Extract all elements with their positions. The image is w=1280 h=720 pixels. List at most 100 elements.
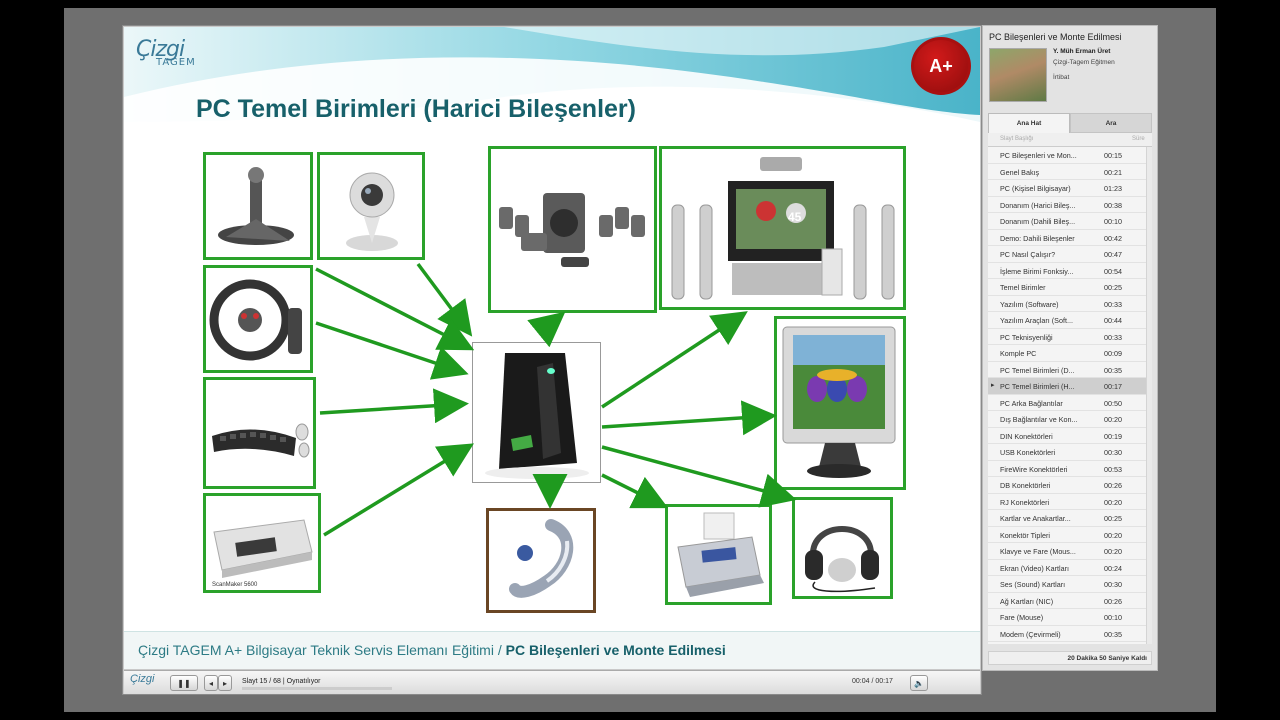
arrow-keyboard-pc: [320, 404, 462, 413]
outline-item-duration: 00:09: [1104, 349, 1122, 358]
time-display: 00:04 / 00:17: [852, 678, 893, 685]
tab-outline[interactable]: Ana Hat: [988, 113, 1070, 133]
outline-item-title: PC Nasıl Çalışır?: [1000, 250, 1102, 259]
player-logo: Çizgi: [130, 673, 154, 685]
presenter-contact-link[interactable]: İrtibat: [1053, 74, 1069, 81]
outline-item-duration: 00:47: [1104, 250, 1122, 259]
outline-item[interactable]: Klavye ve Fare (Mous...00:20: [988, 543, 1146, 560]
outline-item-duration: 00:38: [1104, 201, 1122, 210]
column-title: Slayt Başlığı: [1000, 136, 1033, 142]
outline-item-duration: 00:26: [1104, 481, 1122, 490]
outline-sidebar: PC Bileşenleri ve Monte Edilmesi Y. Müh …: [982, 25, 1158, 671]
outline-list-header: Slayt Başlığı Süre: [988, 133, 1152, 147]
outline-item-duration: 00:33: [1104, 333, 1122, 342]
sidebar-tabs: Ana Hat Ara: [988, 113, 1152, 133]
slide-status: Slayt 15 / 68 | Oynatılıyor: [242, 678, 320, 685]
slide-canvas: Çizgi TAGEM A+ PC Temel Birimleri (Haric…: [124, 27, 980, 669]
sidebar-title: PC Bileşenleri ve Monte Edilmesi: [989, 32, 1122, 42]
outline-item-title: PC Temel Birimleri (H...: [1000, 382, 1102, 391]
pause-button[interactable]: ❚❚: [170, 675, 198, 691]
arrow-pc-theater: [602, 315, 742, 407]
outline-item[interactable]: Yazılım (Software)00:33: [988, 296, 1146, 313]
arrow-scanner-pc: [324, 447, 468, 535]
footer-module: PC Bileşenleri ve Monte Edilmesi: [506, 642, 726, 658]
outline-item-duration: 00:35: [1104, 366, 1122, 375]
outline-item[interactable]: Yazılım Araçları (Soft...00:44: [988, 312, 1146, 329]
presenter-name: Y. Müh Erman Üret: [1053, 48, 1110, 55]
prev-icon: ◂: [209, 679, 213, 688]
outline-item-title: Fare (Mouse): [1000, 613, 1102, 622]
outline-item-duration: 00:30: [1104, 448, 1122, 457]
outline-item-duration: 00:10: [1104, 613, 1122, 622]
volume-button[interactable]: 🔈: [910, 675, 928, 691]
outline-item[interactable]: PC Temel Birimleri (H...00:17: [988, 378, 1146, 395]
outline-item-duration: 00:44: [1104, 316, 1122, 325]
outline-item[interactable]: PC Temel Birimleri (D...00:35: [988, 362, 1146, 379]
outline-item[interactable]: Ağ Kartları (NIC)00:26: [988, 593, 1146, 610]
outline-item-duration: 00:33: [1104, 300, 1122, 309]
next-icon: ▸: [223, 679, 227, 688]
outline-item-title: Ses (Sound) Kartları: [1000, 580, 1102, 589]
outline-item[interactable]: PC Nasıl Çalışır?00:47: [988, 246, 1146, 263]
arrow-pc-monitor: [602, 416, 770, 427]
slide-footer-text: Çizgi TAGEM A+ Bilgisayar Teknik Servis …: [138, 642, 726, 658]
player-controls: Çizgi ❚❚ ◂ ▸ Slayt 15 / 68 | Oynatılıyor…: [124, 670, 980, 694]
outline-item-title: PC Arka Bağlantılar: [1000, 399, 1102, 408]
outline-item-title: Yazılım (Software): [1000, 300, 1102, 309]
arrow-pc-printer: [602, 475, 662, 505]
outline-item[interactable]: PC (Kişisel Bilgisayar)01:23: [988, 180, 1146, 197]
outline-item-duration: 00:42: [1104, 234, 1122, 243]
presenter-avatar: [989, 48, 1047, 102]
outline-item-title: PC (Kişisel Bilgisayar): [1000, 184, 1102, 193]
outline-item-duration: 00:54: [1104, 267, 1122, 276]
outline-item-title: USB Konektörleri: [1000, 448, 1102, 457]
outline-item-title: Modem (Çevirmeli): [1000, 630, 1102, 639]
connection-arrows: [124, 27, 980, 669]
outline-scrollbar[interactable]: [1146, 147, 1152, 644]
outline-item-title: PC Teknisyenliği: [1000, 333, 1102, 342]
outline-item-duration: 00:26: [1104, 597, 1122, 606]
outline-item-title: PC Temel Birimleri (D...: [1000, 366, 1102, 375]
outline-item-duration: 00:25: [1104, 514, 1122, 523]
next-slide-button[interactable]: ▸: [218, 675, 232, 691]
arrow-wheel-pc-2: [316, 323, 462, 372]
outline-item-duration: 00:10: [1104, 217, 1122, 226]
outline-item-duration: 00:35: [1104, 630, 1122, 639]
outline-item[interactable]: PC Bileşenleri ve Mon...00:15: [988, 147, 1146, 164]
progress-bar[interactable]: [242, 687, 392, 690]
outline-item[interactable]: Donanım (Harici Bileş...00:38: [988, 197, 1146, 214]
outline-item-duration: 00:20: [1104, 415, 1122, 424]
outline-item[interactable]: Kartlar ve Anakartlar...00:25: [988, 510, 1146, 527]
outline-item-title: Ağ Kartları (NIC): [1000, 597, 1102, 606]
presenter-role: Çizgi-Tagem Eğitmen: [1053, 59, 1115, 66]
outline-item-duration: 00:21: [1104, 168, 1122, 177]
outline-item-duration: 00:20: [1104, 547, 1122, 556]
outline-item-title: FireWire Konektörleri: [1000, 465, 1102, 474]
outline-item[interactable]: İşleme Birimi Fonksiy...00:54: [988, 263, 1146, 280]
outline-item[interactable]: Fare (Mouse)00:10: [988, 609, 1146, 626]
remaining-time-bar: 20 Dakika 50 Saniye Kaldı: [988, 651, 1152, 665]
outline-item[interactable]: Donanım (Dahili Bileş...00:10: [988, 213, 1146, 230]
outline-item-title: Donanım (Harici Bileş...: [1000, 201, 1102, 210]
volume-icon: 🔈: [914, 679, 924, 688]
outline-item[interactable]: Dış Bağlantılar ve Kon...00:20: [988, 411, 1146, 428]
outline-item[interactable]: Modem (Çevirmeli)00:35: [988, 626, 1146, 643]
remaining-time: 20 Dakika 50 Saniye Kaldı: [1068, 655, 1148, 662]
prev-slide-button[interactable]: ◂: [204, 675, 218, 691]
tab-search[interactable]: Ara: [1070, 113, 1152, 133]
